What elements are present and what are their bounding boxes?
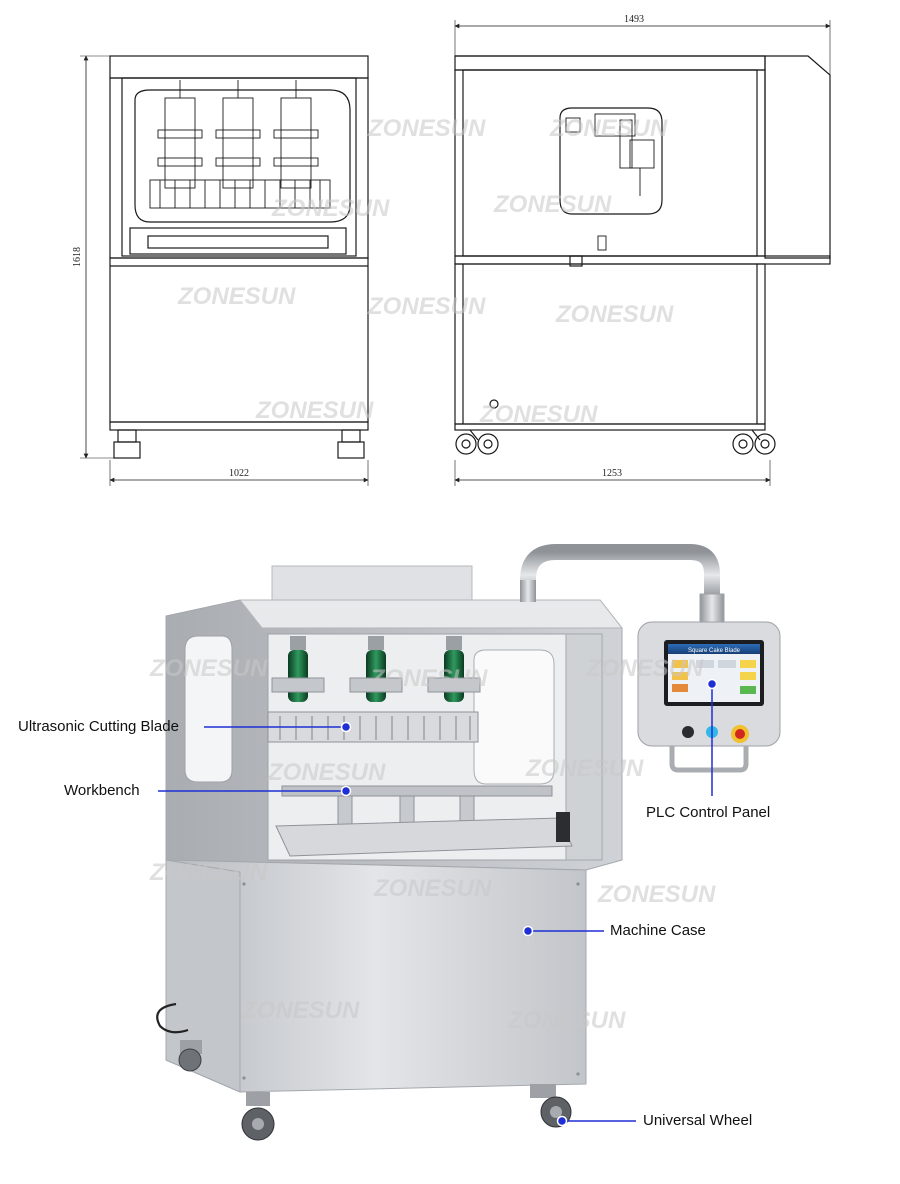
callout-universal-wheel: Universal Wheel (643, 1112, 753, 1129)
callout-plc-control-panel: PLC Control Panel (646, 804, 771, 821)
watermark-text: ZONESUN (267, 759, 386, 786)
watermark-text: ZONESUN (493, 191, 612, 218)
watermark-text: ZONESUN (507, 1007, 626, 1034)
callout-ultrasonic-cutting-blade: Ultrasonic Cutting Blade (18, 718, 179, 735)
plc-panel-render: Square Cake Blade (637, 621, 781, 773)
watermark-text: ZONESUN (271, 195, 390, 222)
dim-side-top-width: 1493 (624, 14, 644, 25)
machine-render: Square Cake Blade (156, 544, 781, 1141)
watermark-text: ZONESUN (149, 859, 268, 886)
watermark-text: ZONESUN (525, 755, 644, 782)
watermark-text: ZONESUN (479, 401, 598, 428)
watermark-text: ZONESUN (585, 655, 704, 682)
front-view-drawing (80, 55, 369, 486)
watermark-text: ZONESUN (241, 997, 360, 1024)
watermark-text: ZONESUN (255, 397, 374, 424)
dim-front-width: 1022 (229, 468, 249, 479)
watermark-text: ZONESUN (549, 115, 668, 142)
callout-workbench: Workbench (64, 782, 140, 799)
watermark-text: ZONESUN (367, 293, 486, 320)
dim-height: 1618 (72, 247, 83, 267)
watermark-text: ZONESUN (373, 875, 492, 902)
callout-leaders (158, 678, 718, 1127)
watermarks: ZONESUN ZONESUN ZONESUN ZONESUN ZONESUN … (149, 115, 716, 1034)
watermark-text: ZONESUN (149, 655, 268, 682)
watermark-text: ZONESUN (369, 665, 488, 692)
wheels (178, 1040, 572, 1141)
control-arm-pipe (520, 544, 725, 623)
watermark-text: ZONESUN (177, 283, 296, 310)
watermark-text: ZONESUN (367, 115, 486, 142)
watermark-text: ZONESUN (555, 301, 674, 328)
dim-side-bottom-width: 1253 (602, 468, 622, 479)
watermark-text: ZONESUN (597, 881, 716, 908)
screen-title: Square Cake Blade (688, 648, 741, 654)
callout-machine-case: Machine Case (610, 922, 706, 939)
ultrasonic-heads (271, 636, 481, 702)
side-view-drawing (454, 20, 831, 486)
